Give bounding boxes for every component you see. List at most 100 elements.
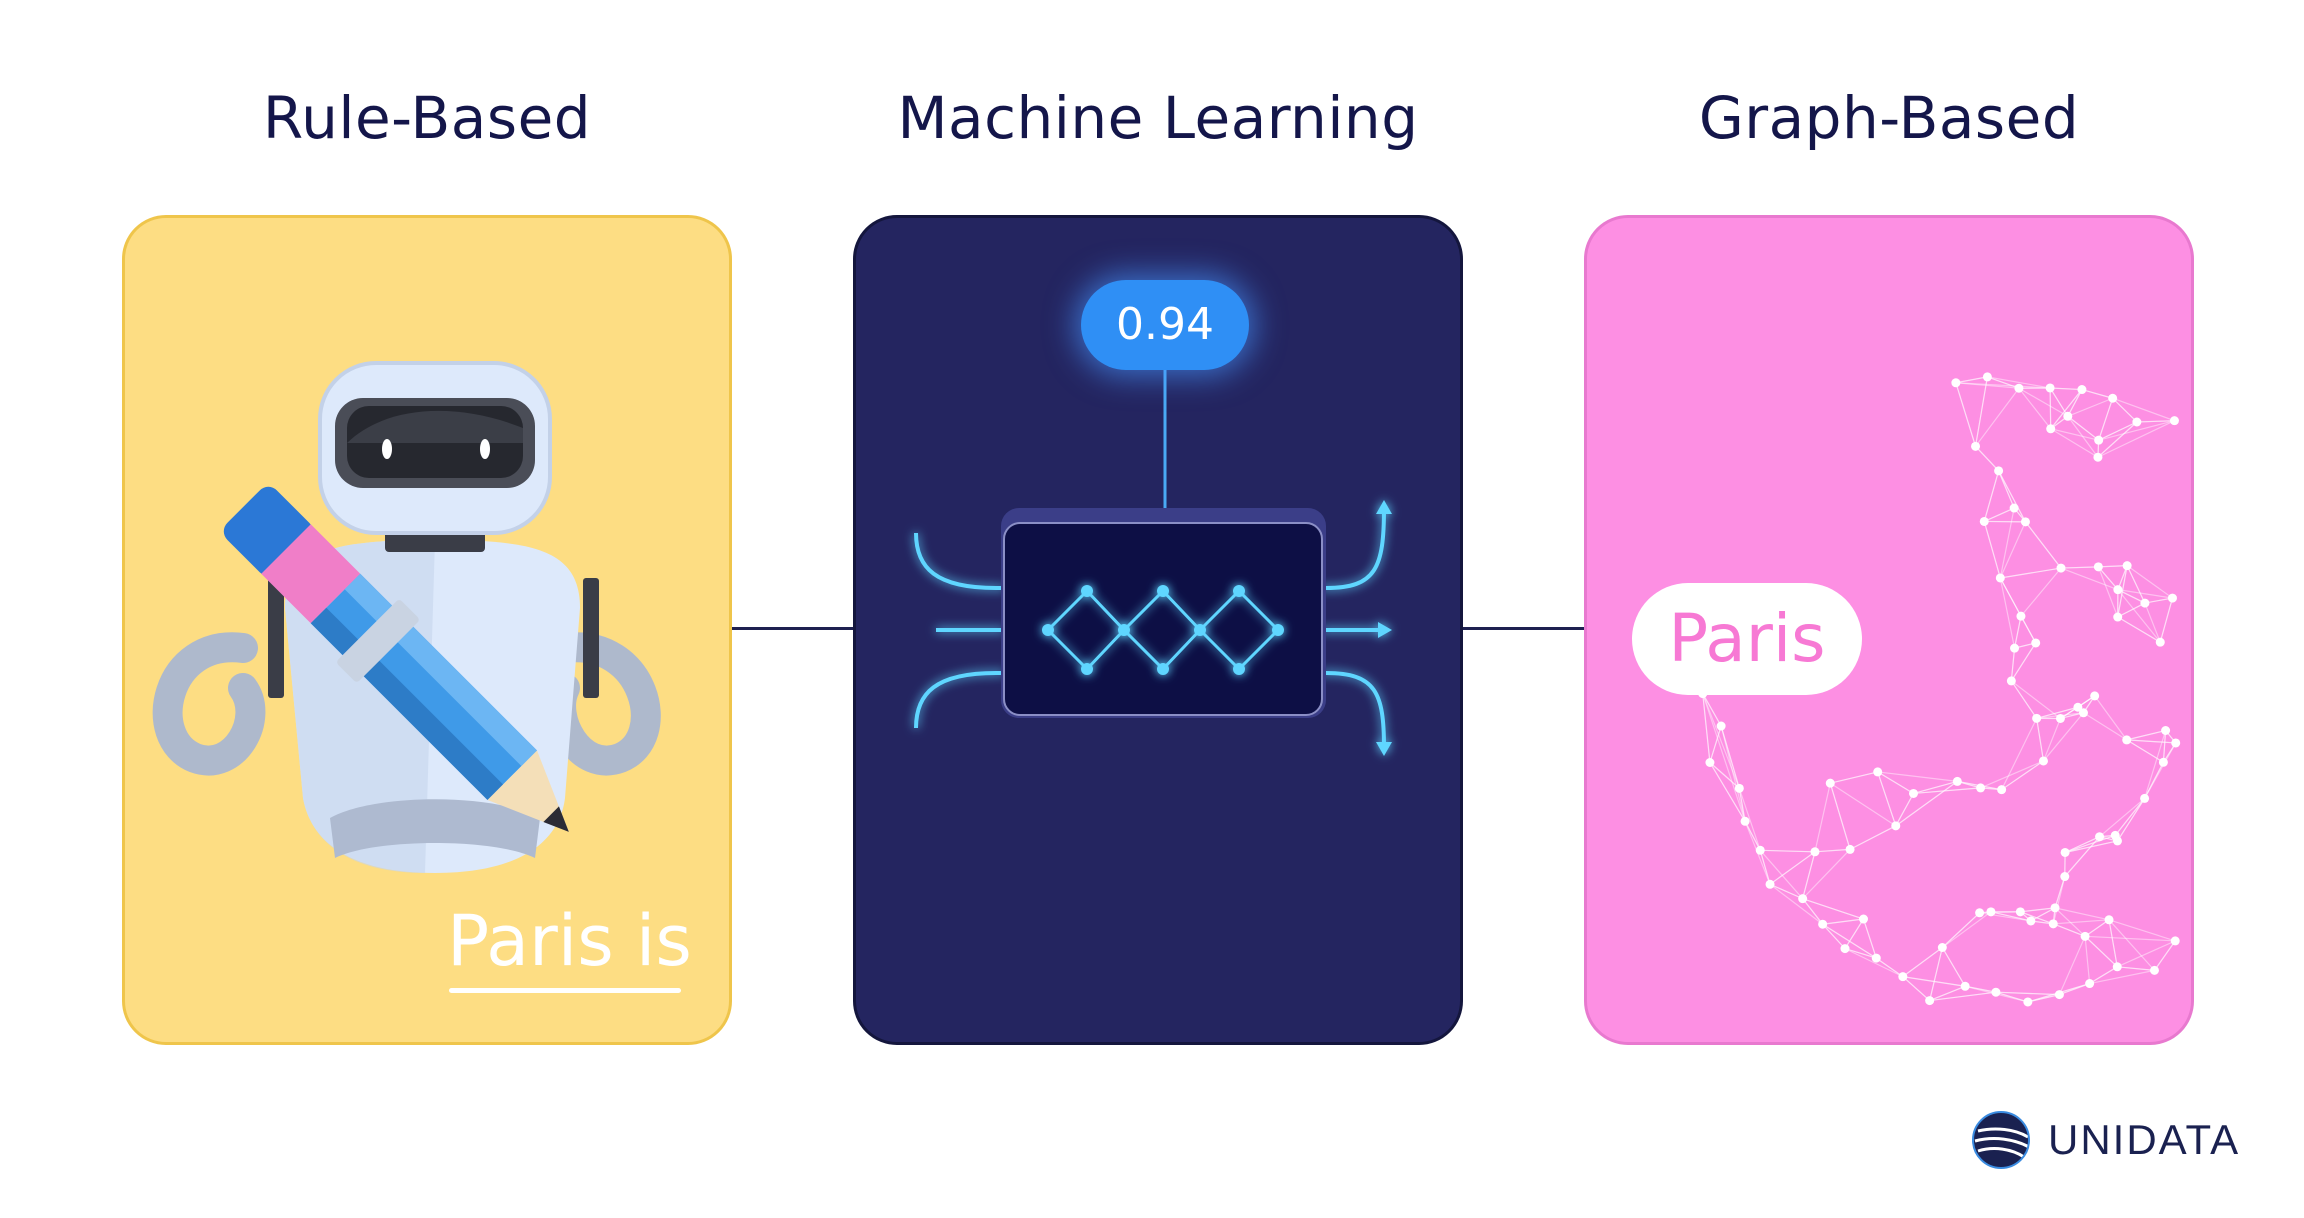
graph-edge (2010, 680, 2038, 719)
graph-edge (1862, 918, 1877, 959)
graph-edge (1955, 382, 2019, 389)
graph-node (2112, 836, 2122, 846)
graph-edge (1738, 788, 1746, 822)
graph-node (2009, 503, 2019, 513)
graph-node (1818, 919, 1828, 929)
graph-edge (2064, 840, 2118, 854)
graph-edge (2064, 840, 2118, 854)
graph-edge (2098, 421, 2138, 441)
graph-edge (1738, 788, 1746, 822)
graph-node (2161, 725, 2171, 735)
graph-node (1845, 844, 1855, 854)
graph-node (1991, 987, 2001, 997)
graph-edge (2053, 919, 2110, 925)
graph-edge (1999, 577, 2016, 649)
graph-edge (1895, 793, 1915, 827)
graph-node (2085, 979, 2095, 989)
graph-node (1810, 847, 1820, 857)
graph-edge (1999, 521, 2026, 579)
graph-edge (2067, 389, 2083, 417)
graph-edge (2010, 642, 2037, 682)
graph-edge (2117, 589, 2173, 599)
graph-edge (1955, 382, 1977, 447)
graph-edge (1987, 376, 2051, 389)
machine-learning-card: 0.94 (853, 215, 1463, 1045)
graph-edge (1980, 760, 2044, 789)
graph-edge (1999, 577, 2022, 617)
graph-node (2140, 793, 2150, 803)
graph-node (2048, 919, 2058, 929)
graph-node (2060, 872, 2070, 882)
graph-edge (2067, 415, 2099, 458)
graph-edge (1929, 947, 1943, 1001)
graph-edge (1984, 507, 2015, 523)
graph-edge (1875, 957, 1904, 978)
graph-edge (1929, 985, 1966, 1002)
graph-edge (2043, 712, 2084, 762)
graph-node (2167, 593, 2177, 603)
graph-edge (2049, 387, 2052, 429)
graph-edge (2027, 994, 2060, 1003)
graph-edge (1769, 883, 1803, 900)
score-badge: 0.94 (1081, 280, 1249, 370)
graph-edge (2098, 565, 2128, 568)
graph-edge (1975, 445, 2000, 472)
graph-edge (2060, 567, 2119, 591)
graph-edge (2053, 923, 2086, 937)
graph-node (2032, 713, 2042, 723)
graph-edge (1998, 470, 2015, 509)
graph-edge (2098, 398, 2114, 441)
graph-edge (2112, 397, 2138, 423)
graph-edge (2108, 919, 2118, 967)
text-underline (449, 988, 681, 993)
graph-edge (1830, 771, 1878, 784)
graph-edge (1877, 771, 1897, 827)
graph-edge (2108, 919, 2176, 942)
graph-edge (2126, 565, 2146, 604)
graph-edge (2144, 730, 2167, 799)
graph-edge (1769, 851, 1816, 885)
graph-edge (2020, 911, 2054, 925)
graph-node (2149, 965, 2159, 975)
graph-node (2122, 561, 2132, 571)
graph-edge (2117, 616, 2161, 643)
graph-edge (2084, 935, 2118, 968)
graph-edge (1999, 507, 2015, 579)
graph-node (2090, 691, 2100, 701)
graph-node (1960, 981, 1970, 991)
graph-node (1705, 757, 1715, 767)
graph-edge (1702, 693, 1746, 822)
graph-edge (2162, 730, 2167, 763)
graph-edge (1702, 693, 1722, 727)
graph-edge (1709, 725, 1722, 763)
graph-edge (2054, 876, 2066, 909)
graph-edge (2058, 936, 2086, 995)
graph-edge (1995, 991, 2060, 996)
graph-edge (1983, 470, 2000, 522)
graph-node (1971, 441, 1981, 451)
graph-edge (1720, 725, 1740, 789)
graph-edge (2050, 387, 2082, 391)
title-rule-based: Rule-Based (262, 84, 592, 152)
graph-edge (1769, 883, 1824, 925)
graph-edge (1829, 782, 1851, 850)
graph-edge (1802, 898, 1824, 925)
graph-node (1825, 778, 1835, 788)
graph-edge (1814, 783, 1831, 852)
graph-node (1765, 879, 1775, 889)
graph-edge (1902, 976, 1966, 987)
graph-edge (1913, 787, 1981, 795)
graph-edge (2001, 718, 2038, 790)
connector-line (732, 627, 853, 630)
network-graph-icon (1698, 372, 2181, 1007)
graph-edge (2010, 642, 2037, 682)
graph-node (2104, 915, 2114, 925)
graph-edge (2050, 428, 2099, 458)
graph-node (1994, 466, 2004, 476)
graph-based-card: Paris (1584, 215, 2194, 1045)
graph-edge (1822, 923, 1877, 959)
graph-edge (2010, 680, 2038, 719)
graph-edge (2126, 739, 2176, 744)
graph-edge (1984, 507, 2015, 523)
graph-edge (1709, 762, 1740, 789)
